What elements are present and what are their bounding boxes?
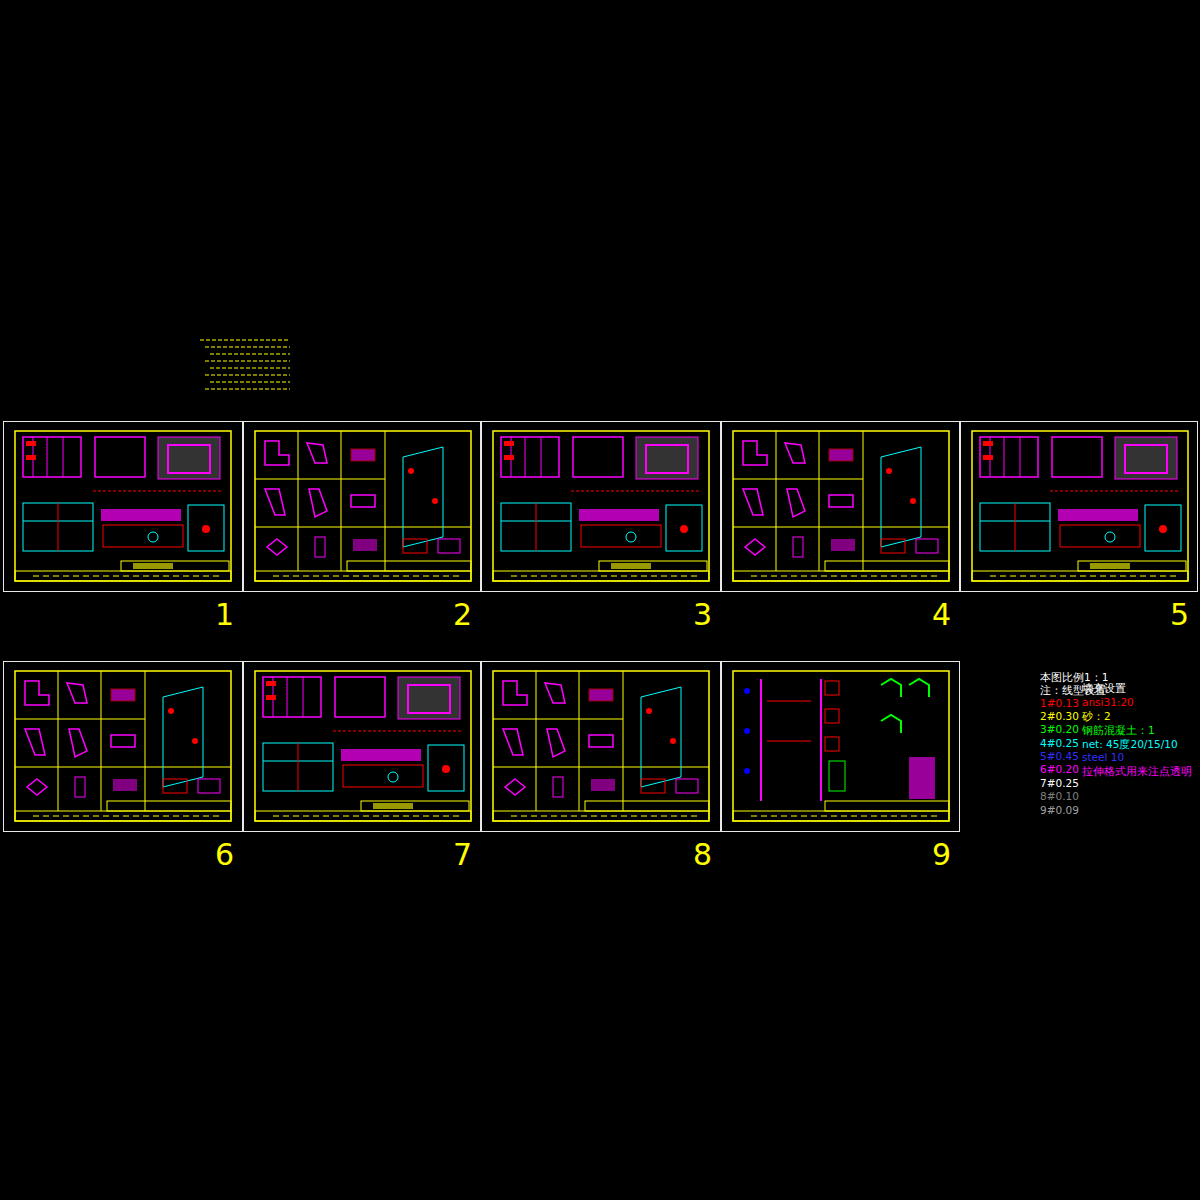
sheet-number: 2 (453, 600, 472, 630)
drawing-sheet: 3 (481, 421, 721, 592)
sheet-number: 8 (693, 840, 712, 870)
drawing-index (200, 340, 290, 389)
legend-note: 3#0.20 (1040, 724, 1079, 736)
legend-note: 拉伸格式用来注点透明 (1082, 766, 1192, 778)
legend-note: 6#0.20 (1040, 764, 1079, 776)
sheet-number: 4 (932, 600, 951, 630)
legend-note: net: 45度20/15/10 (1082, 739, 1178, 751)
drawing-sheet: 1 (3, 421, 243, 592)
legend-note: 9#0.09 (1040, 805, 1079, 817)
legend-note: 1#0.13 (1040, 698, 1079, 710)
sheet-number: 9 (932, 840, 951, 870)
legend-note: steel 10 (1082, 752, 1124, 764)
drawing-sheet: 2 (243, 421, 481, 592)
sheet-number: 6 (215, 840, 234, 870)
legend-note: 5#0.45 (1040, 751, 1079, 763)
legend-note: ansi31:20 (1082, 697, 1134, 709)
drawing-sheet: 7 (243, 661, 481, 832)
legend-note: 填充设置 (1082, 683, 1126, 695)
legend-note: 8#0.10 (1040, 791, 1079, 803)
sheet-number: 3 (693, 600, 712, 630)
sheet-number: 5 (1170, 600, 1189, 630)
drawing-sheet: 4 (721, 421, 960, 592)
legend-note: 砂：2 (1082, 711, 1111, 723)
legend-note: 7#0.25 (1040, 778, 1079, 790)
drawing-sheet: 6 (3, 661, 243, 832)
drawing-sheet: 9 (721, 661, 960, 832)
legend-note: 2#0.30 (1040, 711, 1079, 723)
drawing-sheet: 8 (481, 661, 721, 832)
sheet-number: 1 (215, 600, 234, 630)
legend-note: 钢筋混凝土：1 (1082, 725, 1155, 737)
drawing-sheet: 5 (960, 421, 1198, 592)
legend-note: 本图比例1：1 (1040, 672, 1108, 684)
legend-note: 4#0.25 (1040, 738, 1079, 750)
sheet-number: 7 (453, 840, 472, 870)
